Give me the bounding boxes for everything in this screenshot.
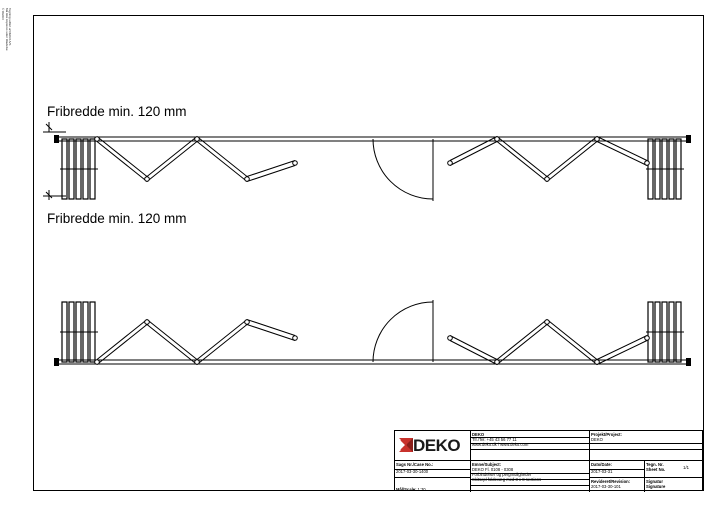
- scale-label: Mål/Scale:: [396, 487, 417, 492]
- folded-sections-right-hinge: [447, 335, 453, 341]
- folded-sections-left-hinge: [94, 359, 100, 365]
- date-cell: Dato/Date: 2017-03-31: [590, 461, 645, 478]
- date-label: Dato/Date:: [591, 462, 612, 467]
- folded-sections-left-hinge: [244, 319, 250, 325]
- folded-sections-right-hinge: [594, 136, 600, 142]
- folded-sections-right-hinge: [644, 335, 650, 341]
- folded-sections-left: [96, 318, 296, 361]
- folded-sections-right-hinge: [494, 359, 500, 365]
- scale-value: 1:30: [417, 487, 426, 492]
- subject-line2: Forbindelser og pergmuligheder: [472, 472, 532, 477]
- floor-plan-bottom: [54, 300, 691, 366]
- case-label: Sags Nr./Case No.:: [396, 462, 434, 467]
- folded-sections-right-hinge: [544, 319, 550, 325]
- revision-label: Revideret/Revision:: [591, 479, 631, 484]
- project-value: DEKO: [591, 437, 603, 442]
- folded-sections-right-hinge: [644, 160, 650, 166]
- folded-sections-left-hinge: [144, 176, 150, 182]
- subject-line1: DEKO Fl. 0108 - 0308: [472, 467, 514, 472]
- subject-label: Emne/Subject:: [472, 462, 502, 467]
- sheet-value: 1/1: [683, 465, 689, 470]
- company-cell: DEKO Tlf./Tel: +45 43 56 77 11 www.deko.…: [471, 431, 590, 461]
- revision-value: 2017-03-30-101: [591, 484, 621, 489]
- company-web: www.deko.dk / www.deko.com: [472, 442, 529, 447]
- deko-logo-icon: [399, 438, 413, 452]
- subject-cell: Emne/Subject: DEKO Fl. 0108 - 0308 Forbi…: [471, 461, 590, 492]
- title-block: DEKO DEKO Tlf./Tel: +45 43 56 77 11 www.…: [394, 430, 703, 492]
- floor-plan-top: [54, 135, 691, 201]
- dimension-label-middle: Fribredde min. 120 mm: [47, 211, 187, 226]
- folded-sections-left-hinge: [244, 176, 250, 182]
- sheet-frame: [33, 15, 704, 491]
- folded-sections-left-hinge: [292, 160, 298, 166]
- folded-sections-left: [96, 140, 296, 183]
- sheet-label-1: Tegn. Nr.: [646, 462, 664, 467]
- dimension-label-top: Fribredde min. 120 mm: [47, 104, 187, 119]
- folded-sections-left-hinge: [292, 335, 298, 341]
- project-cell: Projekt/Project: DEKO: [590, 431, 703, 461]
- case-value: 2017-03-30-1400: [396, 469, 429, 474]
- case-cell: Sags Nr./Case No.: 2017-03-30-1400: [395, 461, 471, 478]
- folded-sections-right: [449, 323, 648, 366]
- project-label: Projekt/Project:: [591, 432, 622, 437]
- folded-sections-left-hinge: [94, 136, 100, 142]
- date-value: 2017-03-31: [591, 469, 613, 474]
- sheet-cell: Tegn. Nr. Sheet No. 1/1: [645, 461, 703, 478]
- revision-cell: Revideret/Revision: 2017-03-30-101: [590, 478, 645, 492]
- company-phone: Tlf./Tel: +45 43 56 77 11: [472, 437, 517, 442]
- sheet-label-2: Sheet No.: [646, 467, 666, 472]
- folded-sections-right-hinge: [594, 359, 600, 365]
- folded-sections-left-hinge: [144, 319, 150, 325]
- folded-sections-right-hinge: [544, 176, 550, 182]
- logo-cell: DEKO: [395, 431, 471, 461]
- door-swing-arc: [372, 301, 434, 363]
- folded-sections-right: [449, 135, 648, 178]
- folded-sections-left-hinge: [194, 359, 200, 365]
- wall-end: [686, 135, 691, 143]
- wall-end: [686, 358, 691, 366]
- wall-end: [54, 135, 59, 143]
- signature-label-2: Signature: [646, 484, 666, 489]
- signature-cell: Signatur Signature: [645, 478, 703, 492]
- folded-sections-right-hinge: [447, 160, 453, 166]
- door-swing-arc: [372, 138, 434, 200]
- folded-sections-right-hinge: [494, 136, 500, 142]
- folded-sections-left-hinge: [194, 136, 200, 142]
- wall-end: [54, 358, 59, 366]
- dimension-marker: [43, 122, 66, 200]
- scale-cell: Mål/Scale:1:30: [395, 478, 471, 492]
- signature-label-1: Signatur: [646, 479, 663, 484]
- logo-text: DEKO: [413, 436, 461, 455]
- company-name: DEKO: [472, 432, 485, 437]
